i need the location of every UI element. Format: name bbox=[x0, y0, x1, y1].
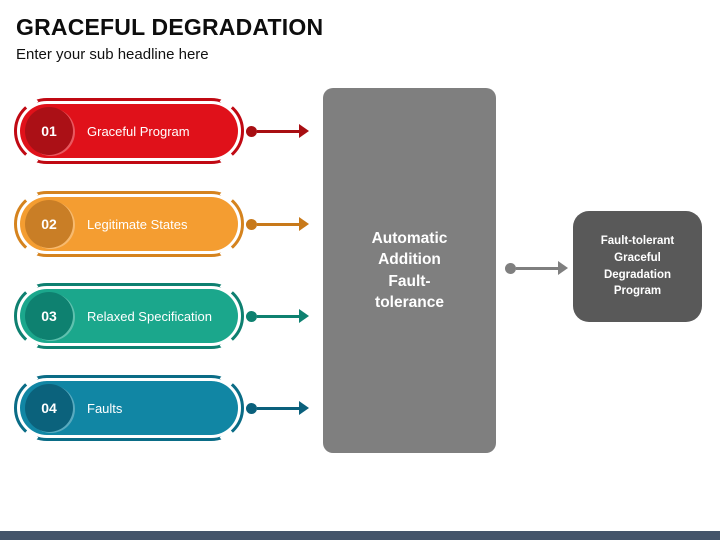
step-3-label: Relaxed Specification bbox=[87, 308, 213, 324]
arrow-line bbox=[257, 222, 299, 226]
arrow-head bbox=[558, 261, 568, 275]
step-2-number-badge: 02 bbox=[25, 200, 73, 248]
arrow-line bbox=[257, 406, 299, 410]
step-1-ring bbox=[14, 94, 244, 168]
arrow-head bbox=[299, 401, 309, 415]
step-2-arrow-icon bbox=[246, 216, 309, 232]
step-2-ring bbox=[14, 187, 244, 261]
step-4-number-badge: 04 bbox=[25, 384, 73, 432]
arrow-dot bbox=[246, 218, 257, 230]
arrow-dot bbox=[246, 402, 257, 414]
step-2-label: Legitimate States bbox=[87, 216, 188, 232]
arrow-line bbox=[257, 314, 299, 318]
footer-accent-bar bbox=[0, 531, 720, 540]
step-row-3: 03 Relaxed Specification bbox=[14, 279, 344, 353]
step-4-arrow-icon bbox=[246, 400, 309, 416]
step-2-pill[interactable]: 02 Legitimate States bbox=[20, 197, 238, 251]
step-1-arrow-icon bbox=[246, 123, 309, 139]
step-row-1: 01 Graceful Program bbox=[14, 94, 344, 168]
step-3-ring bbox=[14, 279, 244, 353]
arrow-dot bbox=[246, 310, 257, 322]
process-box-label: Automatic Addition Fault- tolerance bbox=[371, 229, 448, 311]
connector-arrow-icon bbox=[505, 260, 568, 276]
step-row-2: 02 Legitimate States bbox=[14, 187, 344, 261]
step-1-pill[interactable]: 01 Graceful Program bbox=[20, 104, 238, 158]
step-3-pill[interactable]: 03 Relaxed Specification bbox=[20, 289, 238, 343]
arrow-dot bbox=[246, 125, 257, 137]
step-4-pill[interactable]: 04 Faults bbox=[20, 381, 238, 435]
arrow-head bbox=[299, 309, 309, 323]
sub-headline-placeholder[interactable]: Enter your sub headline here bbox=[16, 46, 209, 63]
step-3-arrow-icon bbox=[246, 308, 309, 324]
page-title: GRACEFUL DEGRADATION bbox=[16, 14, 324, 40]
step-4-label: Faults bbox=[87, 400, 123, 416]
result-box-label: Fault-tolerant Graceful Degradation Prog… bbox=[600, 235, 675, 298]
arrow-head bbox=[299, 124, 309, 138]
step-row-4: 04 Faults bbox=[14, 371, 344, 445]
process-box[interactable]: Automatic Addition Fault- tolerance bbox=[323, 88, 496, 453]
step-1-label: Graceful Program bbox=[87, 123, 190, 139]
arrow-head bbox=[299, 217, 309, 231]
result-box[interactable]: Fault-tolerant Graceful Degradation Prog… bbox=[573, 211, 702, 322]
step-1-number-badge: 01 bbox=[25, 107, 73, 155]
arrow-line bbox=[257, 129, 299, 133]
step-4-ring bbox=[14, 371, 244, 445]
arrow-dot bbox=[505, 262, 516, 274]
step-3-number-badge: 03 bbox=[25, 292, 73, 340]
arrow-line bbox=[516, 266, 558, 270]
